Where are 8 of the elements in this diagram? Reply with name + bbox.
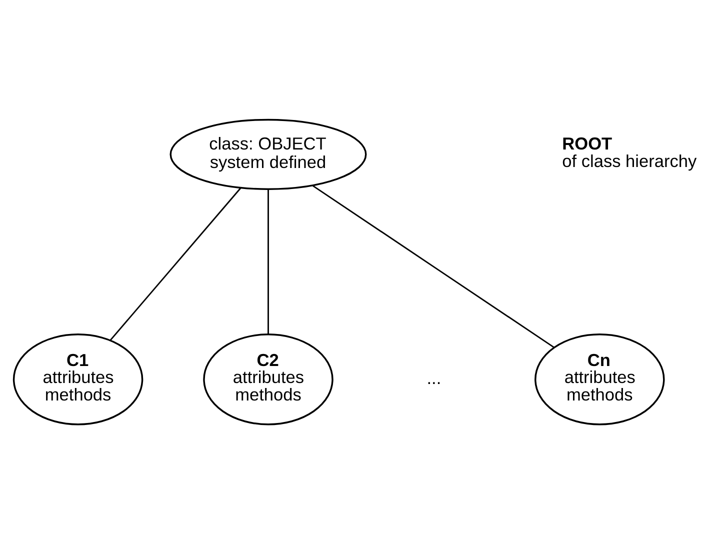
label: ...: [426, 368, 442, 388]
connector: [312, 185, 554, 348]
node-ellipse: C1 attributes methods: [12, 334, 144, 426]
node-ellipse: class: OBJECT system defined: [170, 118, 367, 190]
connector: [268, 189, 269, 335]
node-ellipse: C2 attributes methods: [203, 334, 334, 426]
connector: [110, 188, 242, 341]
node-ellipse: Cn attributes methods: [534, 334, 665, 426]
